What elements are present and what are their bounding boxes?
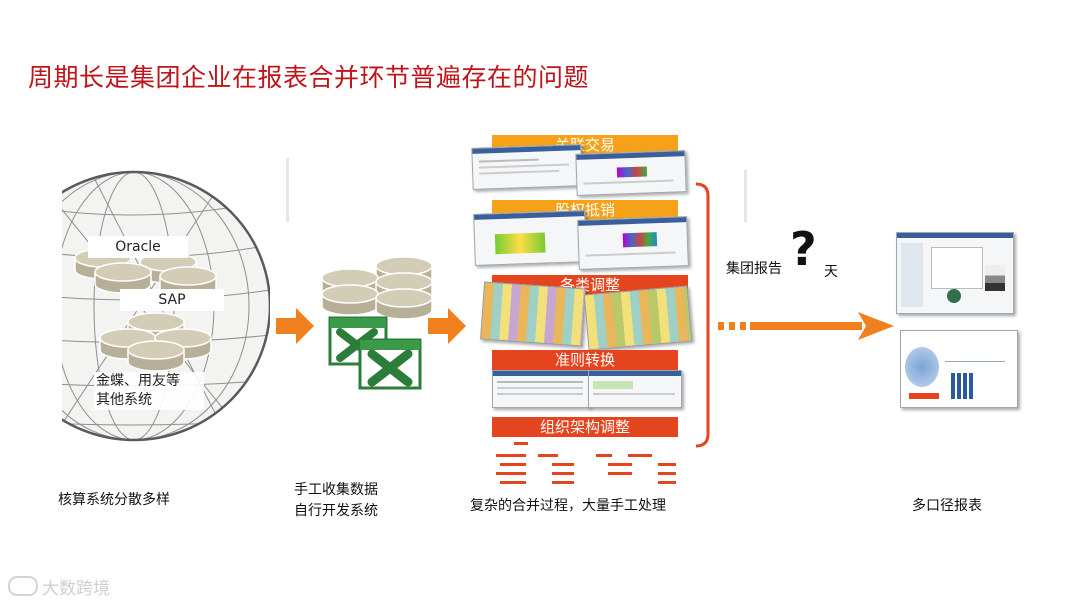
- other-systems-line2: 其他系统: [96, 392, 152, 408]
- divider-right: [744, 170, 747, 222]
- step-org-structure-adjustment: 组织架构调整: [492, 417, 678, 437]
- screenshot-thumbnail: [492, 370, 590, 408]
- divider-left: [286, 158, 289, 222]
- report-thumbnail: [900, 330, 1018, 408]
- sap-label: SAP: [120, 289, 224, 311]
- watermark-logo: 大数跨境: [8, 574, 110, 599]
- database-cluster-bottom: [99, 312, 212, 372]
- step-standard-conversion: 准则转换: [492, 350, 678, 370]
- stage1-caption: 核算系统分散多样: [58, 492, 170, 508]
- arrow-right-icon: [428, 308, 466, 344]
- report-thumbnail: [896, 232, 1014, 314]
- stage2-caption-line1: 手工收集数据: [294, 482, 378, 498]
- other-systems-line1: 金蝶、用友等: [96, 373, 180, 389]
- stage2-caption-line2: 自行开发系统: [294, 503, 378, 519]
- screenshot-thumbnail: [471, 144, 583, 190]
- spreadsheet-thumbnail: [480, 281, 586, 347]
- screenshot-thumbnail: [577, 216, 689, 270]
- screenshot-thumbnail: [575, 150, 687, 196]
- screenshot-thumbnail: [588, 370, 682, 408]
- arrow-right-icon: [276, 308, 314, 344]
- spreadsheet-thumbnail: [583, 285, 693, 351]
- stage2-caption: 手工收集数据 自行开发系统: [294, 480, 378, 522]
- page-title: 周期长是集团企业在报表合并环节普遍存在的问题: [28, 63, 590, 92]
- logo-icon: [8, 576, 38, 596]
- bracket-graphic: [695, 182, 710, 448]
- question-mark: ?: [790, 222, 817, 276]
- group-report-label: 集团报告: [726, 261, 782, 277]
- watermark-text: 大数跨境: [42, 579, 110, 599]
- stage4-caption: 多口径报表: [912, 498, 982, 514]
- day-label: 天: [824, 264, 838, 280]
- other-systems-label: 金蝶、用友等 其他系统: [94, 372, 204, 410]
- stage3-caption: 复杂的合并过程，大量手工处理: [470, 498, 666, 514]
- screenshot-thumbnail: [473, 210, 587, 266]
- long-arrow-icon: [718, 312, 894, 340]
- excel-database-graphic: [321, 256, 433, 390]
- oracle-label: Oracle: [88, 236, 188, 258]
- org-chart-graphic: [496, 442, 676, 484]
